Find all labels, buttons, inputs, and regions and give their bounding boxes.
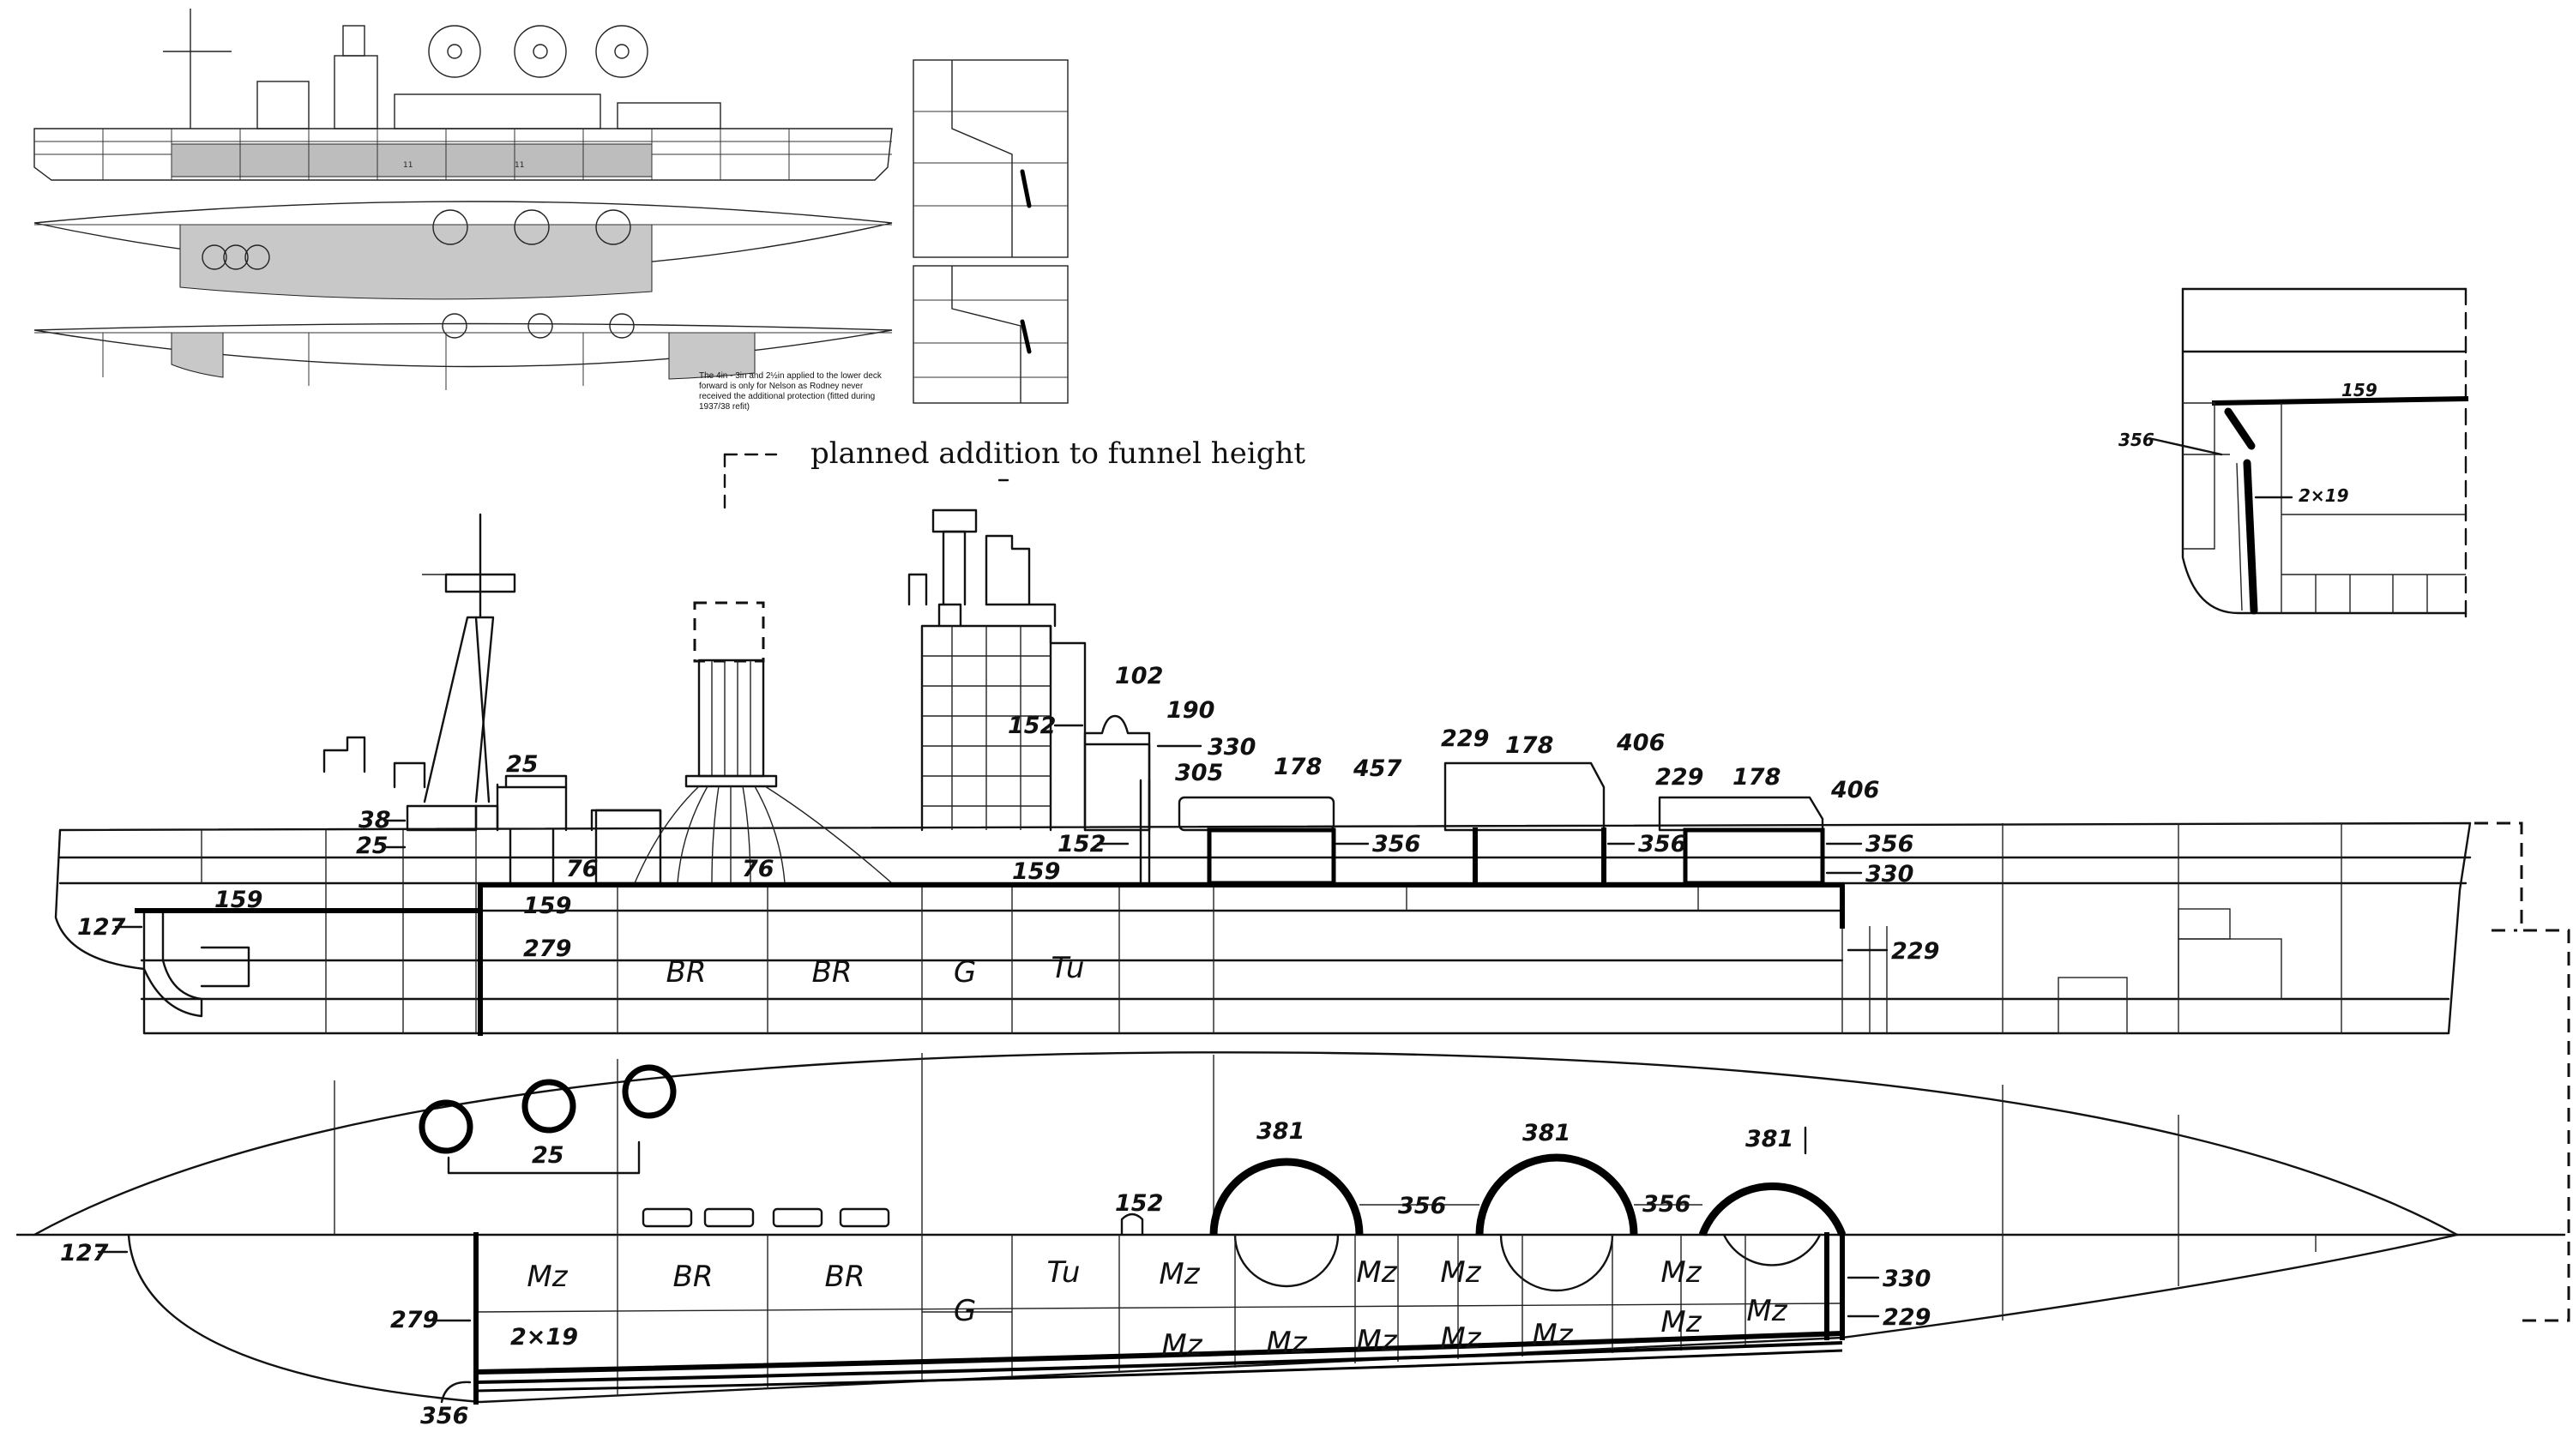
label-356c: 356 [1865, 831, 1913, 857]
plan-label-25: 25 [532, 1142, 564, 1169]
zone-br-2: BR [812, 955, 853, 990]
plan-zone-mz-10: Mz [1532, 1318, 1573, 1352]
plan-label-330: 330 [1883, 1266, 1931, 1292]
reduced-lower-plan [33, 313, 893, 390]
thumbnail-note: The 4in - 3in and 2½in applied to the lo… [699, 371, 883, 412]
reduced-profile-drawing: 11 11 [33, 9, 893, 181]
label-159c: 159 [523, 893, 571, 919]
plan-zone-mz-3: Mz [1356, 1255, 1397, 1290]
section-label-2x19: 2×19 [2299, 485, 2349, 506]
label-190: 190 [1166, 697, 1214, 724]
plan-label-279: 279 [390, 1307, 438, 1333]
thumb-note-line-4: 1937/38 refit) [699, 402, 750, 412]
plan-label-229: 229 [1883, 1304, 1931, 1331]
plan-label-356a: 356 [1398, 1193, 1446, 1219]
plan-zone-mz-1: Mz [527, 1260, 568, 1294]
plan-zone-mz-7: Mz [1266, 1326, 1307, 1360]
plan-zone-mz-11: Mz [1660, 1305, 1702, 1339]
plan-label-2x19: 2×19 [510, 1324, 578, 1351]
plan-zone-mz-12: Mz [1746, 1294, 1787, 1328]
label-178b: 178 [1505, 732, 1553, 759]
svg-text:11: 11 [515, 161, 524, 170]
plan-zone-br-2: BR [825, 1260, 865, 1294]
label-356b: 356 [1638, 831, 1686, 857]
plan-zone-tu: Tu [1047, 1255, 1081, 1290]
label-159a: 159 [1012, 858, 1060, 885]
plan-label-356b: 356 [1642, 1191, 1690, 1218]
label-356a: 356 [1372, 831, 1420, 857]
main-profile: BR BR G Tu 102 152 190 330 305 178 457 2… [54, 508, 2570, 1322]
reduced-deck-plan [33, 201, 893, 300]
label-305: 305 [1175, 760, 1223, 786]
funnel-legend-text: planned addition to funnel height [810, 436, 1305, 471]
plan-zone-mz-8: Mz [1356, 1324, 1397, 1358]
funnel-legend: planned addition to funnel height [723, 436, 1305, 512]
label-76a: 76 [566, 856, 599, 882]
label-76b: 76 [742, 856, 774, 882]
plan-label-381b: 381 [1522, 1120, 1570, 1146]
label-159b: 159 [214, 887, 262, 913]
label-330b: 330 [1865, 861, 1913, 887]
label-330a: 330 [1208, 734, 1256, 761]
thumb-note-line-2: forward is only for Nelson as Rodney nev… [699, 382, 864, 391]
label-102: 102 [1115, 663, 1163, 689]
plan-zone-mz-9: Mz [1440, 1321, 1481, 1356]
reduced-cross-sections [913, 59, 1069, 404]
section-label-356: 356 [2118, 430, 2154, 450]
zone-g: G [954, 955, 976, 990]
label-406b: 406 [1830, 777, 1879, 803]
thumb-note-line-1: The 4in - 3in and 2½in applied to the lo… [699, 371, 883, 381]
plan-label-127: 127 [60, 1240, 109, 1266]
plan-zone-mz-2: Mz [1159, 1257, 1200, 1291]
plan-zone-br-1: BR [673, 1260, 714, 1294]
plan-zone-g: G [954, 1294, 976, 1328]
label-25b: 25 [356, 833, 389, 859]
deck-plan: Mz BR BR G Tu Mz Mz Mz Mz Mz Mz Mz Mz Mz… [15, 1051, 2566, 1429]
section-label-159: 159 [2341, 380, 2377, 400]
plan-label-381c: 381 [1745, 1126, 1793, 1152]
zone-tu: Tu [1051, 951, 1085, 985]
plan-label-152: 152 [1115, 1190, 1163, 1217]
plan-zone-mz-6: Mz [1161, 1328, 1202, 1363]
label-229c: 229 [1891, 938, 1939, 965]
label-229a: 229 [1441, 725, 1489, 752]
thumb-note-line-3: received the additional protection (fitt… [699, 392, 875, 401]
svg-text:11: 11 [403, 161, 413, 170]
label-178c: 178 [1732, 764, 1781, 791]
label-25a: 25 [506, 751, 539, 778]
label-279: 279 [523, 936, 571, 962]
label-229b: 229 [1655, 764, 1703, 791]
label-406a: 406 [1616, 730, 1665, 756]
label-152a: 152 [1008, 713, 1056, 739]
plan-label-356c: 356 [420, 1403, 468, 1429]
forward-cross-section: 159 356 2×19 [2118, 287, 2469, 619]
plan-zone-mz-4: Mz [1440, 1255, 1481, 1290]
zone-br-1: BR [666, 955, 707, 990]
plan-label-381a: 381 [1256, 1118, 1305, 1145]
plan-zone-mz-5: Mz [1660, 1255, 1702, 1290]
label-178a: 178 [1274, 754, 1322, 780]
label-457: 457 [1353, 755, 1402, 782]
